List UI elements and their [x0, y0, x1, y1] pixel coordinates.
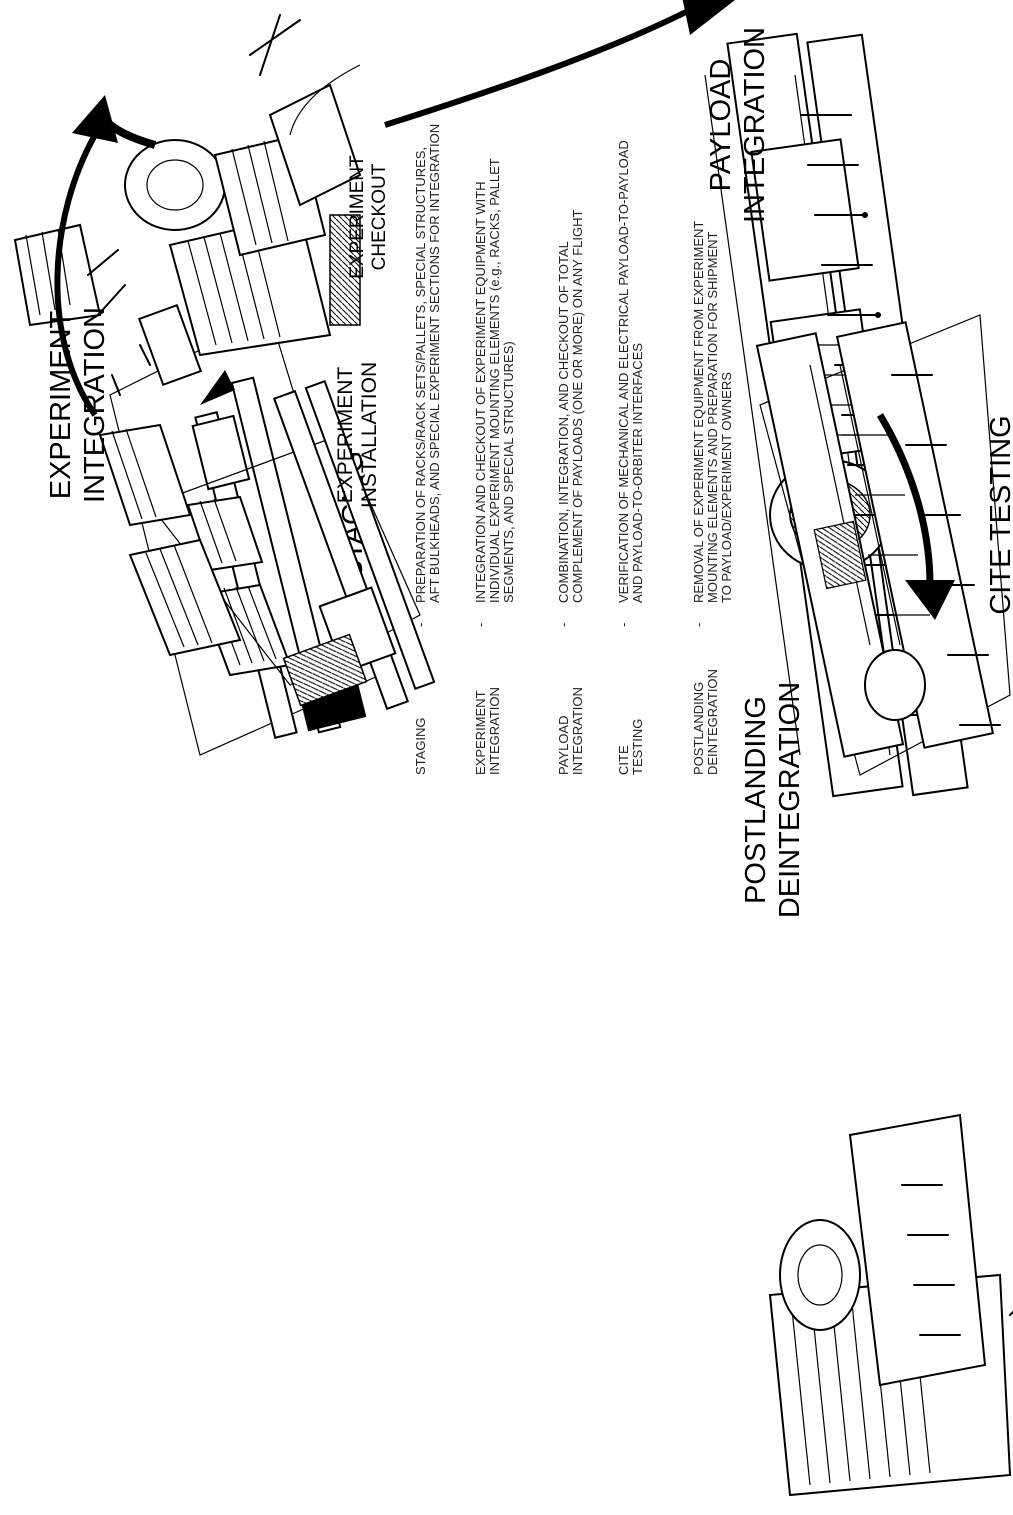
- experiment-integration-title: EXPERIMENT INTEGRATION: [45, 307, 111, 503]
- experiment-checkout-illustration: [125, 15, 360, 355]
- legend-term: STAGING: [413, 717, 428, 775]
- payload-integration-line1: PAYLOAD: [705, 59, 737, 192]
- cite-testing-title: CITE TESTING: [985, 415, 1013, 614]
- arrow-checkout-to-payload: [385, 10, 690, 125]
- experiment-installation-title: EXPERIMENT INSTALLATION: [334, 362, 381, 508]
- legend-separator: -: [556, 623, 571, 627]
- postlanding-deintegration-illustration: [770, 1115, 1013, 1495]
- legend-separator: -: [691, 623, 706, 627]
- legend-term: EXPERIMENT: [473, 690, 488, 775]
- legend-description: COMPLEMENT OF PAYLOADS (ONE OR MORE) ON …: [570, 210, 585, 603]
- legend-description: MOUNTING ELEMENTS AND PREPARATION FOR SH…: [705, 231, 720, 603]
- legend-separator: -: [473, 623, 488, 627]
- legend-term: INTEGRATION: [570, 687, 585, 775]
- experiment-checkout-line1: EXPERIMENT: [347, 155, 368, 279]
- legend: STAGING - PREPARATION OF RACKS/RACK SETS/P…: [413, 124, 734, 775]
- legend-description: VERIFICATION OF MECHANICAL AND ELECTRICA…: [616, 140, 631, 603]
- legend-term: CITE: [616, 745, 631, 775]
- legend-description: SEGMENTS, AND SPECIAL STRUCTURES): [501, 341, 516, 603]
- legend-term: INTEGRATION: [487, 687, 502, 775]
- legend-separator: -: [413, 623, 428, 627]
- legend-description: AFT BULKHEADS, AND SPECIAL EXPERIMENT SE…: [427, 124, 442, 603]
- postlanding-deintegration-line1: POSTLANDING: [740, 696, 772, 904]
- experiment-integration-line2: INTEGRATION: [79, 307, 111, 503]
- legend-term: POSTLANDING: [691, 682, 706, 775]
- legend-separator: -: [616, 623, 631, 627]
- experiment-installation-line1: EXPERIMENT: [334, 367, 357, 504]
- legend-description: COMBINATION, INTEGRATION, AND CHECKOUT O…: [556, 241, 571, 603]
- payload-integration-line2: INTEGRATION: [739, 27, 771, 223]
- legend-description: REMOVAL OF EXPERIMENT EQUIPMENT FROM EXP…: [691, 221, 706, 603]
- legend-term: TESTING: [630, 719, 645, 775]
- experiment-checkout-line2: CHECKOUT: [369, 163, 390, 270]
- experiment-checkout-title: EXPERIMENT CHECKOUT: [347, 155, 390, 279]
- legend-term: PAYLOAD: [556, 716, 571, 775]
- postlanding-deintegration-title: POSTLANDING DEINTEGRATION: [740, 682, 806, 918]
- legend-description: INTEGRATION AND CHECKOUT OF EXPERIMENT E…: [473, 181, 488, 603]
- cite-testing-label: CITE TESTING: [985, 415, 1013, 614]
- legend-description: AND PAYLOAD-TO-ORBITER INTERFACES: [630, 343, 645, 603]
- legend-description: TO PAYLOAD/EXPERIMENT OWNERS: [719, 372, 734, 603]
- legend-description: PREPARATION OF RACKS/RACK SETS/PALLETS, …: [413, 147, 428, 603]
- legend-description: INDIVIDUAL EXPERIMENT MOUNTING ELEMENTS …: [487, 158, 502, 603]
- experiment-installation-line2: INSTALLATION: [358, 362, 381, 508]
- postlanding-deintegration-line2: DEINTEGRATION: [774, 682, 806, 918]
- legend-term: DEINTEGRATION: [705, 669, 720, 775]
